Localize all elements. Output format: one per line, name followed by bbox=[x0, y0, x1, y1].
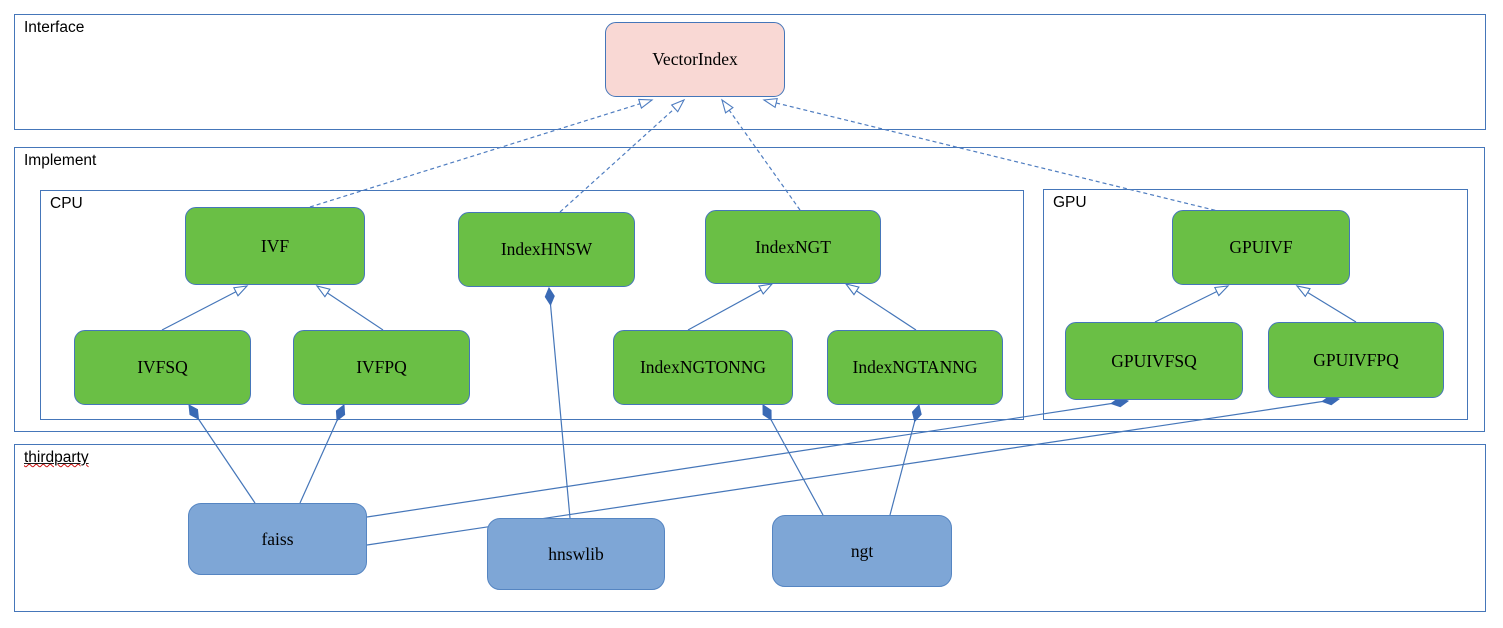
node-indexngtonng: IndexNGTONNG bbox=[613, 330, 793, 405]
node-indexhnsw: IndexHNSW bbox=[458, 212, 635, 287]
container-gpu-label: GPU bbox=[1053, 194, 1087, 211]
node-faiss: faiss bbox=[188, 503, 367, 575]
container-interface-label: Interface bbox=[24, 19, 85, 36]
node-ivfpq: IVFPQ bbox=[293, 330, 470, 405]
node-indexngtanng: IndexNGTANNG bbox=[827, 330, 1003, 405]
node-gpuivf: GPUIVF bbox=[1172, 210, 1350, 285]
container-implement-label: Implement bbox=[24, 152, 97, 169]
node-ivf: IVF bbox=[185, 207, 365, 285]
node-vectorindex: VectorIndex bbox=[605, 22, 785, 97]
node-ngt: ngt bbox=[772, 515, 952, 587]
node-gpuivfpq: GPUIVFPQ bbox=[1268, 322, 1444, 398]
node-ivfsq: IVFSQ bbox=[74, 330, 251, 405]
container-thirdparty-label: thirdparty bbox=[24, 449, 89, 466]
node-indexngt: IndexNGT bbox=[705, 210, 881, 284]
node-gpuivfsq: GPUIVFSQ bbox=[1065, 322, 1243, 400]
node-hnswlib: hnswlib bbox=[487, 518, 665, 590]
container-cpu-label: CPU bbox=[50, 195, 83, 212]
